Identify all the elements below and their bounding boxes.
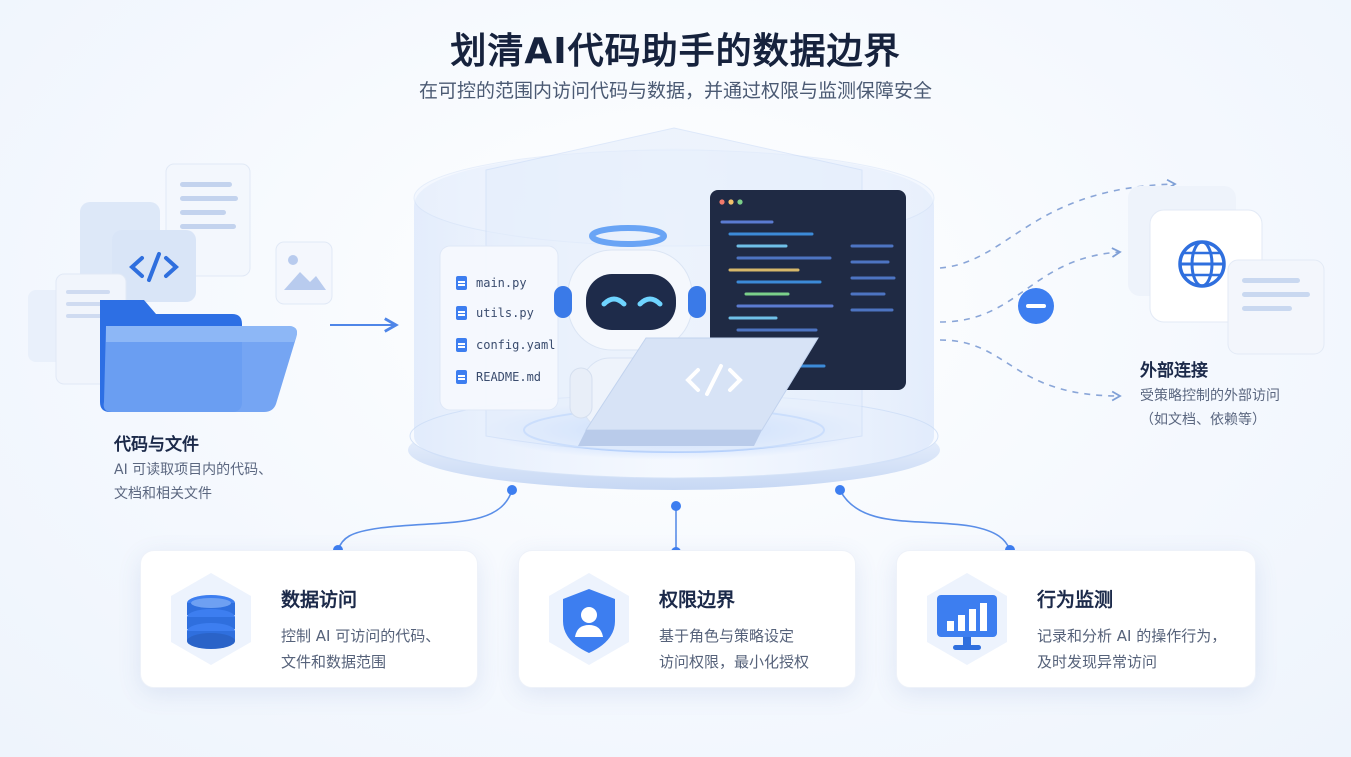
external-connection-illustration <box>1018 186 1325 355</box>
card-data-access: 数据访问 控制 AI 可访问的代码、 文件和数据范围 <box>140 550 478 688</box>
code-files-desc-line-1: AI 可读取项目内的代码、 <box>114 462 273 478</box>
card-desc-line-1: 基于角色与策略设定 <box>659 627 795 645</box>
file-icon <box>456 306 467 320</box>
globe-icon <box>1178 240 1226 288</box>
external-connection-desc-line-1: 受策略控制的外部访问 <box>1140 388 1280 404</box>
list-item: README.md <box>456 366 541 388</box>
file-icon <box>456 276 467 290</box>
card-title: 权限边界 <box>659 589 736 611</box>
card-desc-line-1: 记录和分析 AI 的操作行为， <box>1037 627 1227 645</box>
card-title: 数据访问 <box>281 589 358 611</box>
external-connection-desc-line-2: （如文档、依赖等） <box>1140 412 1266 428</box>
folder-documents-icon <box>28 163 333 412</box>
card-desc-line-2: 及时发现异常访问 <box>1037 653 1158 671</box>
card-permission-boundary: 权限边界 基于角色与策略设定 访问权限，最小化授权 <box>518 550 856 688</box>
shield-user-icon <box>549 573 629 665</box>
list-item: utils.py <box>456 302 534 324</box>
monitor-chart-icon <box>927 573 1007 665</box>
list-item: config.yaml <box>456 334 555 356</box>
list-item: main.py <box>456 272 527 294</box>
protected-cylinder <box>408 127 940 490</box>
page-subtitle: 在可控的范围内访问代码与数据，并通过权限与监测保障安全 <box>418 80 932 102</box>
card-desc-line-2: 访问权限，最小化授权 <box>659 653 810 671</box>
file-icon <box>456 370 467 384</box>
file-list: main.py utils.py config.yaml README.md <box>440 262 558 402</box>
page-title: 划清AI代码助手的数据边界 <box>450 31 901 72</box>
card-title: 行为监测 <box>1037 589 1114 611</box>
database-icon <box>171 573 251 665</box>
code-files-desc-line-2: 文档和相关文件 <box>114 486 212 502</box>
card-behavior-monitoring: 行为监测 记录和分析 AI 的操作行为， 及时发现异常访问 <box>896 550 1256 688</box>
card-desc-line-2: 文件和数据范围 <box>281 653 387 671</box>
file-icon <box>456 338 467 352</box>
card-desc-line-1: 控制 AI 可访问的代码、 <box>281 627 441 645</box>
external-connection-title: 外部连接 <box>1140 361 1208 381</box>
code-files-title: 代码与文件 <box>114 435 199 455</box>
